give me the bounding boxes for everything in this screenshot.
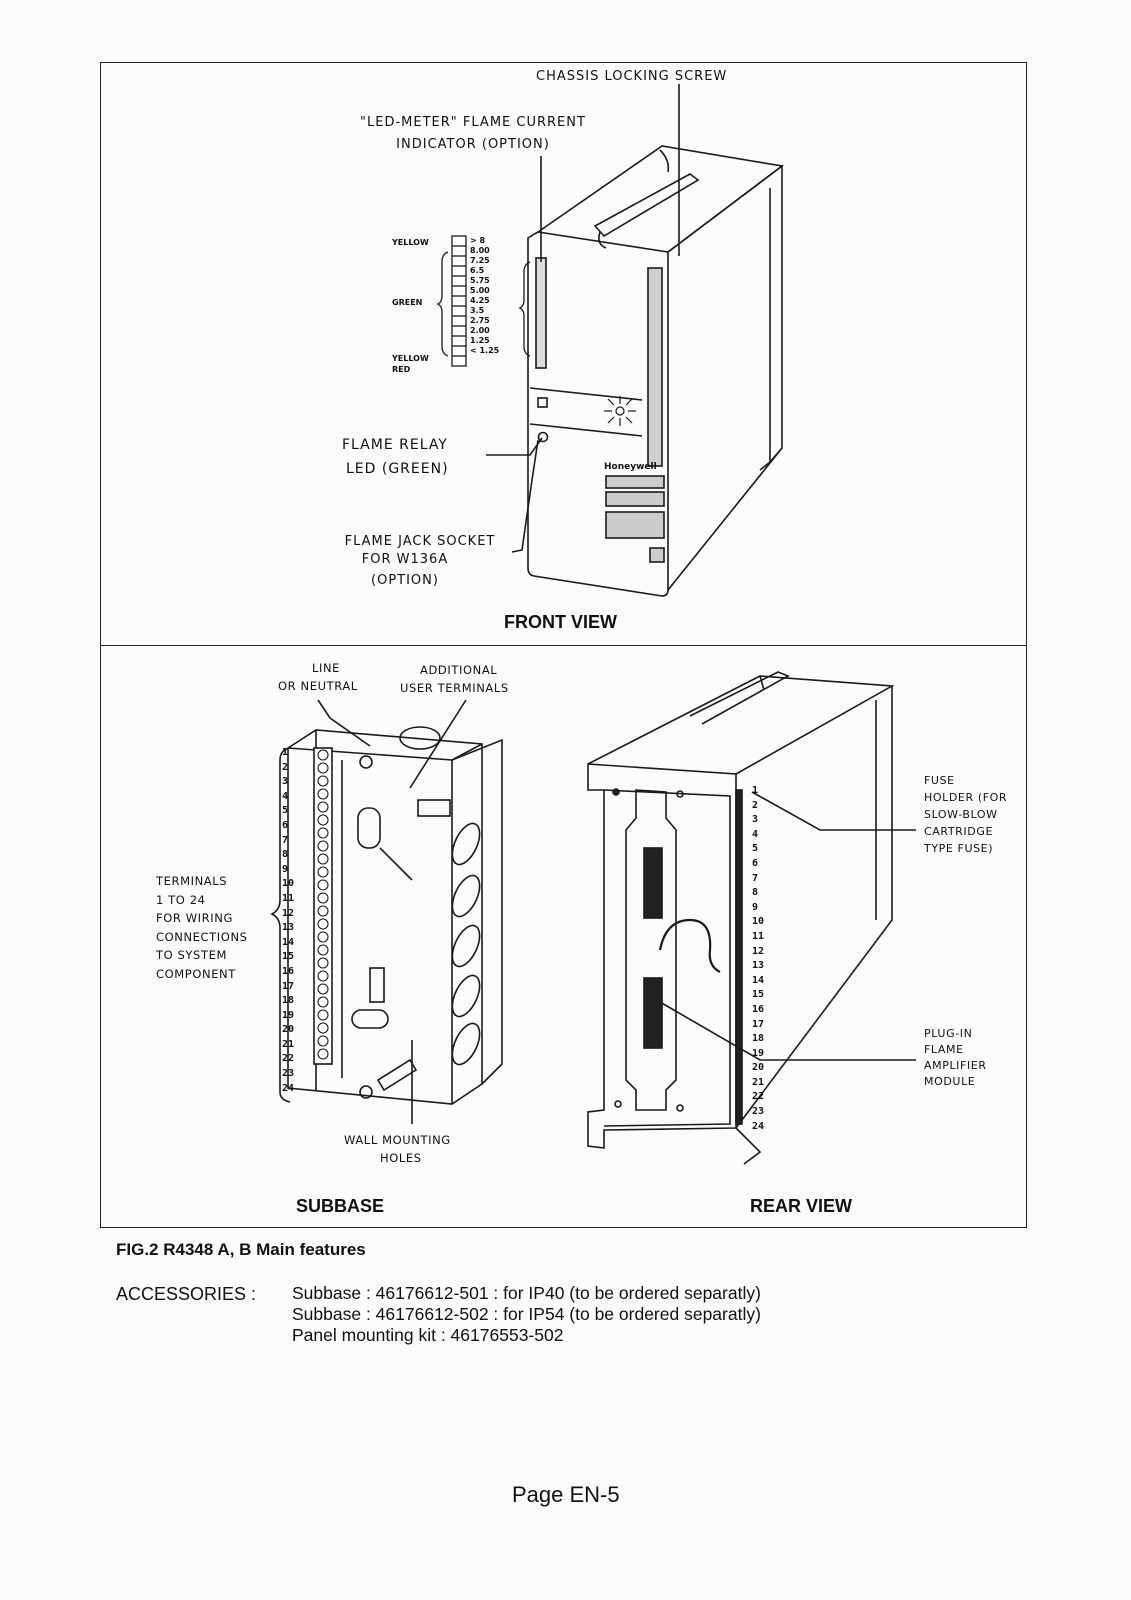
fuse-holder-label: FUSE HOLDER (FOR SLOW-BLOW CARTRIDGE TYP… (924, 774, 1008, 855)
additional-terminals-label-line2: USER TERMINALS (400, 681, 509, 695)
figure-divider (100, 645, 1027, 646)
rear-unit-drawing (587, 671, 916, 1165)
accessories-list: Subbase : 46176612-501 : for IP40 (to be… (292, 1283, 761, 1346)
led-meter-label-line2: INDICATOR (OPTION) (396, 137, 550, 152)
flame-relay-label-line1: FLAME RELAY (342, 437, 448, 453)
line-neutral-label-line1: LINE (311, 661, 341, 675)
rear-view-title: REAR VIEW (750, 1196, 853, 1216)
subbase-title: SUBBASE (296, 1196, 385, 1216)
meter-green-label: GREEN (392, 298, 423, 307)
page-number: Page EN-5 (512, 1482, 620, 1507)
meter-red-label: RED (392, 365, 411, 374)
plug-in-amplifier-label: PLUG-IN FLAME AMPLIFIER MODULE (924, 1027, 987, 1088)
subbase-terminal-screws (317, 749, 329, 1060)
accessory-item: Subbase : 46176612-501 : for IP40 (to be… (292, 1283, 761, 1303)
additional-terminals-label-line1: ADDITIONAL (420, 663, 498, 677)
flame-jack-label-line1: FLAME JACK SOCKET (344, 534, 496, 549)
subbase-drawing (270, 699, 503, 1124)
figure-caption: FIG.2 R4348 A, B Main features (116, 1240, 366, 1259)
chassis-locking-screw-label: CHASSIS LOCKING SCREW (536, 69, 728, 84)
wall-mounting-label-line2: HOLES (380, 1151, 422, 1165)
terminals-description: TERMINALS 1 TO 24 FOR WIRING CONNECTIONS… (156, 874, 248, 981)
accessory-item: Panel mounting kit : 46176553-502 (292, 1325, 564, 1345)
accessory-item: Subbase : 46176612-502 : for IP54 (to be… (292, 1304, 761, 1324)
front-unit-drawing (436, 84, 784, 597)
flame-jack-label-line3: (OPTION) (371, 573, 439, 588)
flame-jack-label-line2: FOR W136A (361, 552, 449, 567)
front-view-title: FRONT VIEW (504, 612, 617, 632)
honeywell-logo: Honeywell (604, 462, 657, 472)
wall-mounting-label-line1: WALL MOUNTING (344, 1133, 451, 1147)
line-neutral-label-line2: OR NEUTRAL (278, 679, 358, 693)
flame-relay-label-line2: LED (GREEN) (346, 461, 449, 477)
led-meter-label-line1: "LED-METER" FLAME CURRENT (360, 115, 586, 130)
accessories-label: ACCESSORIES : (116, 1284, 257, 1304)
meter-yellow-bottom-label: YELLOW (392, 354, 429, 363)
meter-yellow-top-label: YELLOW (392, 238, 429, 247)
